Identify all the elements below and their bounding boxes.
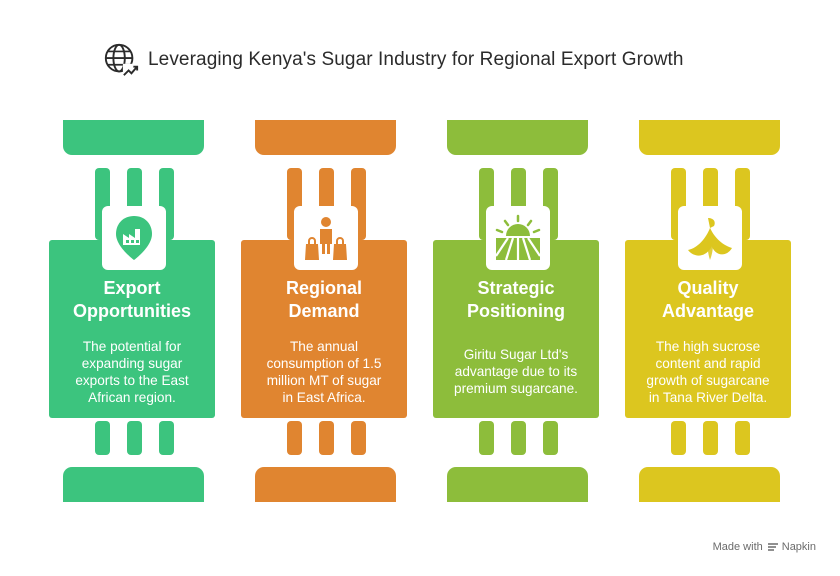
icon-badge <box>294 206 358 270</box>
made-with-label: Made with <box>712 541 763 553</box>
card-title: Quality Advantage <box>625 277 791 323</box>
connector-bar <box>319 421 334 455</box>
globe-growth-icon <box>104 43 139 78</box>
top-cap <box>63 120 204 155</box>
card-description-line: in East Africa. <box>282 390 366 405</box>
card-regional-demand: Regional Demand The annual consumption o… <box>241 240 407 418</box>
connector-bar <box>95 421 110 455</box>
card-description: The annual consumption of 1.5 million MT… <box>249 338 399 406</box>
footer-attribution: Made with Napkin <box>713 541 816 553</box>
column-strategic-positioning: Strategic Positioning Giritu Sugar Ltd's… <box>433 0 603 576</box>
top-cap <box>255 120 396 155</box>
card-title-line: Strategic <box>477 278 555 298</box>
banana-icon <box>688 218 732 260</box>
card-description: The high sucrose content and rapid growt… <box>633 338 783 406</box>
card-title-line: Opportunities <box>73 301 191 321</box>
brand-name: Napkin <box>781 541 816 553</box>
connector-bar <box>703 421 718 455</box>
diagram-title: Leveraging Kenya's Sugar Industry for Re… <box>148 49 684 70</box>
connector-bar <box>287 421 302 455</box>
card-description: The potential for expanding sugar export… <box>57 338 207 406</box>
card-title: Regional Demand <box>241 277 407 323</box>
card-description: Giritu Sugar Ltd's advantage due to its … <box>441 346 591 397</box>
connector-bar <box>479 421 494 455</box>
card-description-line: premium sugarcane. <box>454 381 578 396</box>
card-description-line: consumption of 1.5 <box>266 356 382 371</box>
card-title: Strategic Positioning <box>433 277 599 323</box>
diagram-header: Leveraging Kenya's Sugar Industry for Re… <box>102 40 684 80</box>
connector-bar <box>543 421 558 455</box>
icon-badge <box>102 206 166 270</box>
top-cap <box>639 120 780 155</box>
bottom-cap <box>63 467 204 502</box>
brand: Napkin <box>767 541 816 553</box>
sunrise-field-icon <box>495 214 541 261</box>
card-title: Export Opportunities <box>49 277 215 323</box>
column-regional-demand: Regional Demand The annual consumption o… <box>241 0 411 576</box>
card-title-line: Quality <box>677 278 739 298</box>
connector-bar <box>511 421 526 455</box>
card-description-line: in Tana River Delta. <box>648 390 768 405</box>
card-export-opportunities: Export Opportunities The potential for e… <box>49 240 215 418</box>
card-strategic-positioning: Strategic Positioning Giritu Sugar Ltd's… <box>433 240 599 418</box>
connector-bar <box>351 421 366 455</box>
icon-badge <box>486 206 550 270</box>
card-title-line: Advantage <box>661 301 755 321</box>
card-description-line: The high sucrose <box>655 339 761 354</box>
card-description-line: growth of sugarcane <box>646 373 770 388</box>
connector-bar <box>127 421 142 455</box>
icon-badge <box>678 206 742 270</box>
card-title-line: Export <box>103 278 161 298</box>
shopper-bags-icon <box>305 217 347 260</box>
card-description-line: The potential for <box>82 339 182 354</box>
bottom-cap <box>255 467 396 502</box>
card-title-line: Positioning <box>467 301 565 321</box>
bottom-cap <box>639 467 780 502</box>
card-description-line: advantage due to its <box>454 364 578 379</box>
top-cap <box>447 120 588 155</box>
connector-bar <box>671 421 686 455</box>
factory-location-icon <box>116 216 152 260</box>
card-title-line: Demand <box>288 301 360 321</box>
card-description-line: Giritu Sugar Ltd's <box>463 347 569 362</box>
card-description-line: exports to the East <box>75 373 189 388</box>
card-description-line: African region. <box>88 390 176 405</box>
connector-bar <box>159 421 174 455</box>
card-description-line: The annual <box>289 339 359 354</box>
napkin-logo-icon <box>767 543 778 551</box>
column-export-opportunities: Export Opportunities The potential for e… <box>49 0 219 576</box>
bottom-cap <box>447 467 588 502</box>
column-quality-advantage: Quality Advantage The high sucrose conte… <box>625 0 795 576</box>
card-description-line: expanding sugar <box>81 356 183 371</box>
card-description-line: content and rapid <box>655 356 761 371</box>
connector-bar <box>735 421 750 455</box>
card-description-line: million MT of sugar <box>266 373 382 388</box>
card-title-line: Regional <box>285 278 362 298</box>
